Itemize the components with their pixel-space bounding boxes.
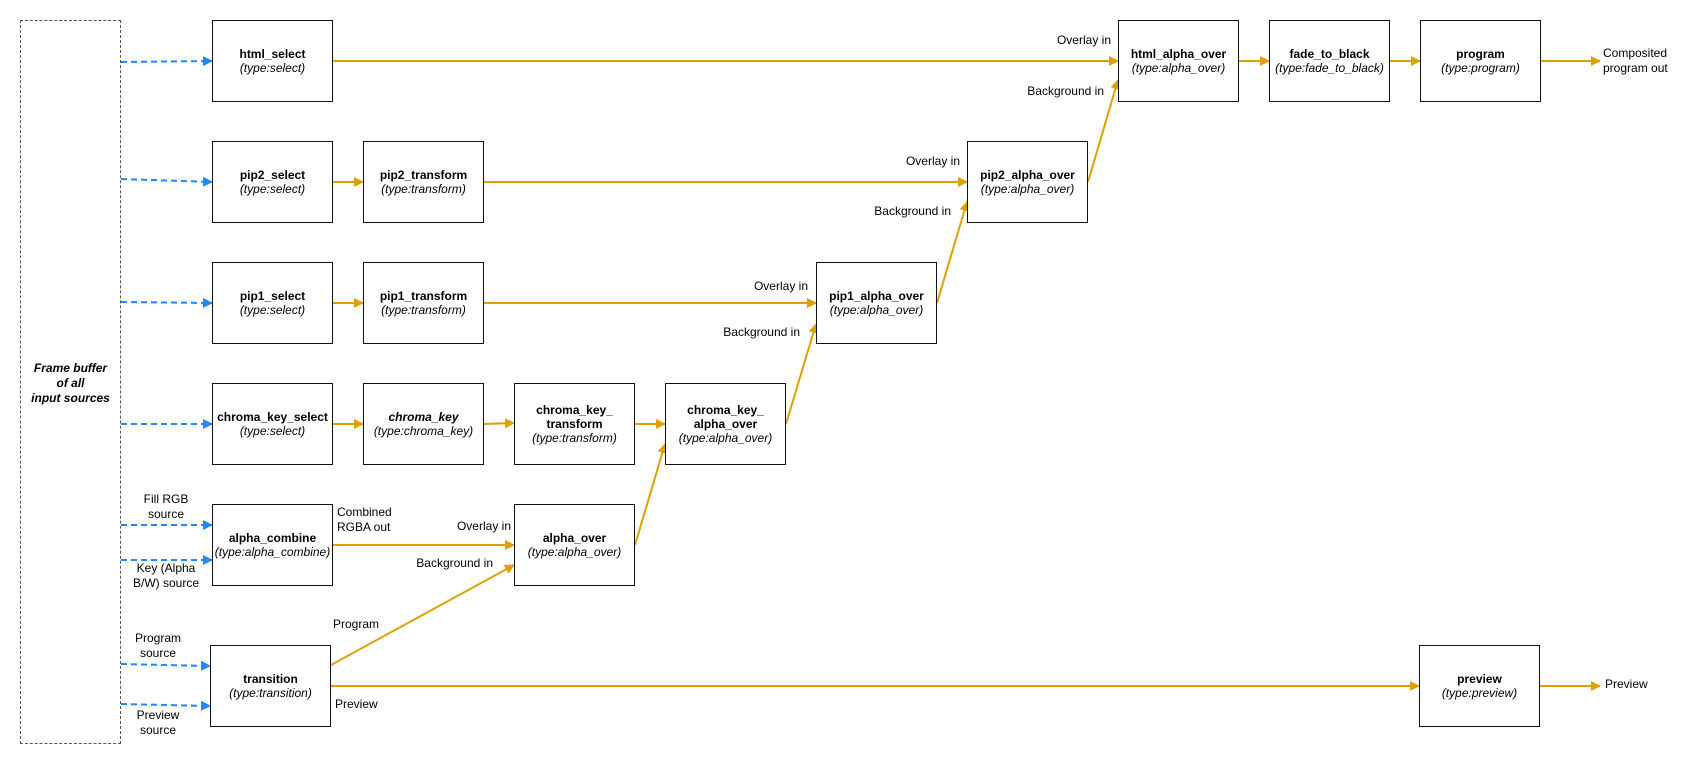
label-composited-out: Composited program out <box>1603 46 1668 75</box>
label-pip1-background-in: Background in <box>723 325 800 339</box>
node-type: (type:preview) <box>1441 686 1518 700</box>
node-name: alpha_over <box>542 531 607 545</box>
frame-buffer-label: Frame buffer of all input sources <box>31 361 110 405</box>
node-name: html_select <box>239 47 306 61</box>
node-type: (type:transform) <box>381 303 466 317</box>
node-type: (type:transform) <box>381 182 466 196</box>
node-type: (type:alpha_over) <box>829 303 924 317</box>
node-name: preview <box>1457 672 1502 686</box>
edge-pip2-alpha-over-to-html-alpha-over <box>1087 79 1121 183</box>
node-preview[interactable]: preview (type:preview) <box>1419 645 1540 727</box>
node-transition[interactable]: transition (type:transition) <box>210 645 331 727</box>
node-type: (type:select) <box>239 303 306 317</box>
label-preview-out: Preview <box>1605 677 1648 691</box>
label-html-overlay-in: Overlay in <box>1056 33 1111 47</box>
node-type: (type:fade_to_black) <box>1275 61 1384 75</box>
node-fade-to-black[interactable]: fade_to_black (type:fade_to_black) <box>1269 20 1390 102</box>
node-pip1-select[interactable]: pip1_select (type:select) <box>212 262 333 344</box>
node-pip1-transform[interactable]: pip1_transform (type:transform) <box>363 262 484 344</box>
label-fill-rgb-source: Fill RGB source <box>143 492 189 521</box>
label-transition-preview: Preview <box>335 697 378 711</box>
node-type: (type:select) <box>239 424 306 438</box>
node-name: chroma_key_ transform <box>536 403 613 431</box>
node-name: fade_to_black <box>1289 47 1370 61</box>
edge-ck-to-ck-transform <box>483 418 515 429</box>
label-transition-program: Program <box>333 617 380 631</box>
node-alpha-combine[interactable]: alpha_combine (type:alpha_combine) <box>212 504 333 586</box>
node-name: pip1_select <box>239 289 306 303</box>
node-type: (type:select) <box>239 182 306 196</box>
node-type: (type:alpha_over) <box>527 545 622 559</box>
frame-buffer: Frame buffer of all input sources <box>20 20 121 744</box>
node-type: (type:alpha_over) <box>1131 61 1226 75</box>
node-pip2-transform[interactable]: pip2_transform (type:transform) <box>363 141 484 223</box>
edge-alpha-over-to-ck-alpha-over <box>634 443 668 546</box>
label-alpha-overlay-in: Overlay in <box>456 519 511 533</box>
node-type: (type:transition) <box>229 686 312 700</box>
node-name: pip2_select <box>239 168 306 182</box>
node-name: program <box>1456 47 1505 61</box>
node-type: (type:program) <box>1441 61 1520 75</box>
input-pip2-select <box>120 176 213 187</box>
node-html-alpha-over[interactable]: html_alpha_over (type:alpha_over) <box>1118 20 1239 102</box>
node-name: chroma_key_ alpha_over <box>687 403 764 431</box>
node-html-select[interactable]: html_select (type:select) <box>212 20 333 102</box>
input-pip1-select <box>120 297 213 308</box>
node-name: pip1_transform <box>379 289 468 303</box>
node-name: pip2_alpha_over <box>980 168 1075 182</box>
label-pip2-overlay-in: Overlay in <box>905 154 960 168</box>
node-name: chroma_key_select <box>217 410 328 424</box>
node-name: pip2_transform <box>379 168 468 182</box>
node-name: alpha_combine <box>228 531 317 545</box>
node-type: (type:chroma_key) <box>373 424 474 438</box>
input-html-select <box>120 56 213 67</box>
label-program-source: Program source <box>134 631 181 660</box>
node-pip2-alpha-over[interactable]: pip2_alpha_over (type:alpha_over) <box>967 141 1088 223</box>
node-name: pip1_alpha_over <box>829 289 924 303</box>
label-pip1-overlay-in: Overlay in <box>753 279 808 293</box>
label-combined-rgba-out: Combined RGBA out <box>337 505 392 534</box>
node-chroma-key-alpha-over[interactable]: chroma_key_ alpha_over (type:alpha_over) <box>665 383 786 465</box>
node-type: (type:select) <box>239 61 306 75</box>
input-program-source <box>120 660 211 671</box>
node-chroma-key[interactable]: chroma_key (type:chroma_key) <box>363 383 484 465</box>
label-html-background-in: Background in <box>1027 84 1104 98</box>
node-alpha-over[interactable]: alpha_over (type:alpha_over) <box>514 504 635 586</box>
label-alpha-background-in: Background in <box>416 556 493 570</box>
edge-pip1-alpha-over-to-pip2-alpha-over <box>936 201 970 304</box>
node-pip1-alpha-over[interactable]: pip1_alpha_over (type:alpha_over) <box>816 262 937 344</box>
input-preview-source <box>120 700 211 711</box>
node-name: html_alpha_over <box>1130 47 1227 61</box>
node-pip2-select[interactable]: pip2_select (type:select) <box>212 141 333 223</box>
label-key-source: Key (Alpha B/W) source <box>132 561 199 590</box>
label-preview-source: Preview source <box>136 708 180 737</box>
edge-transition-program <box>330 564 515 666</box>
node-type: (type:transform) <box>532 431 617 445</box>
node-chroma-key-transform[interactable]: chroma_key_ transform (type:transform) <box>514 383 635 465</box>
node-program[interactable]: program (type:program) <box>1420 20 1541 102</box>
node-chroma-key-select[interactable]: chroma_key_select (type:select) <box>212 383 333 465</box>
node-type: (type:alpha_over) <box>980 182 1075 196</box>
node-name: transition <box>243 672 298 686</box>
node-name: chroma_key <box>388 410 459 424</box>
label-pip2-background-in: Background in <box>874 204 951 218</box>
node-type: (type:alpha_combine) <box>214 545 331 559</box>
edge-ck-alpha-over-to-pip1-alpha-over <box>785 323 819 425</box>
node-type: (type:alpha_over) <box>678 431 773 445</box>
